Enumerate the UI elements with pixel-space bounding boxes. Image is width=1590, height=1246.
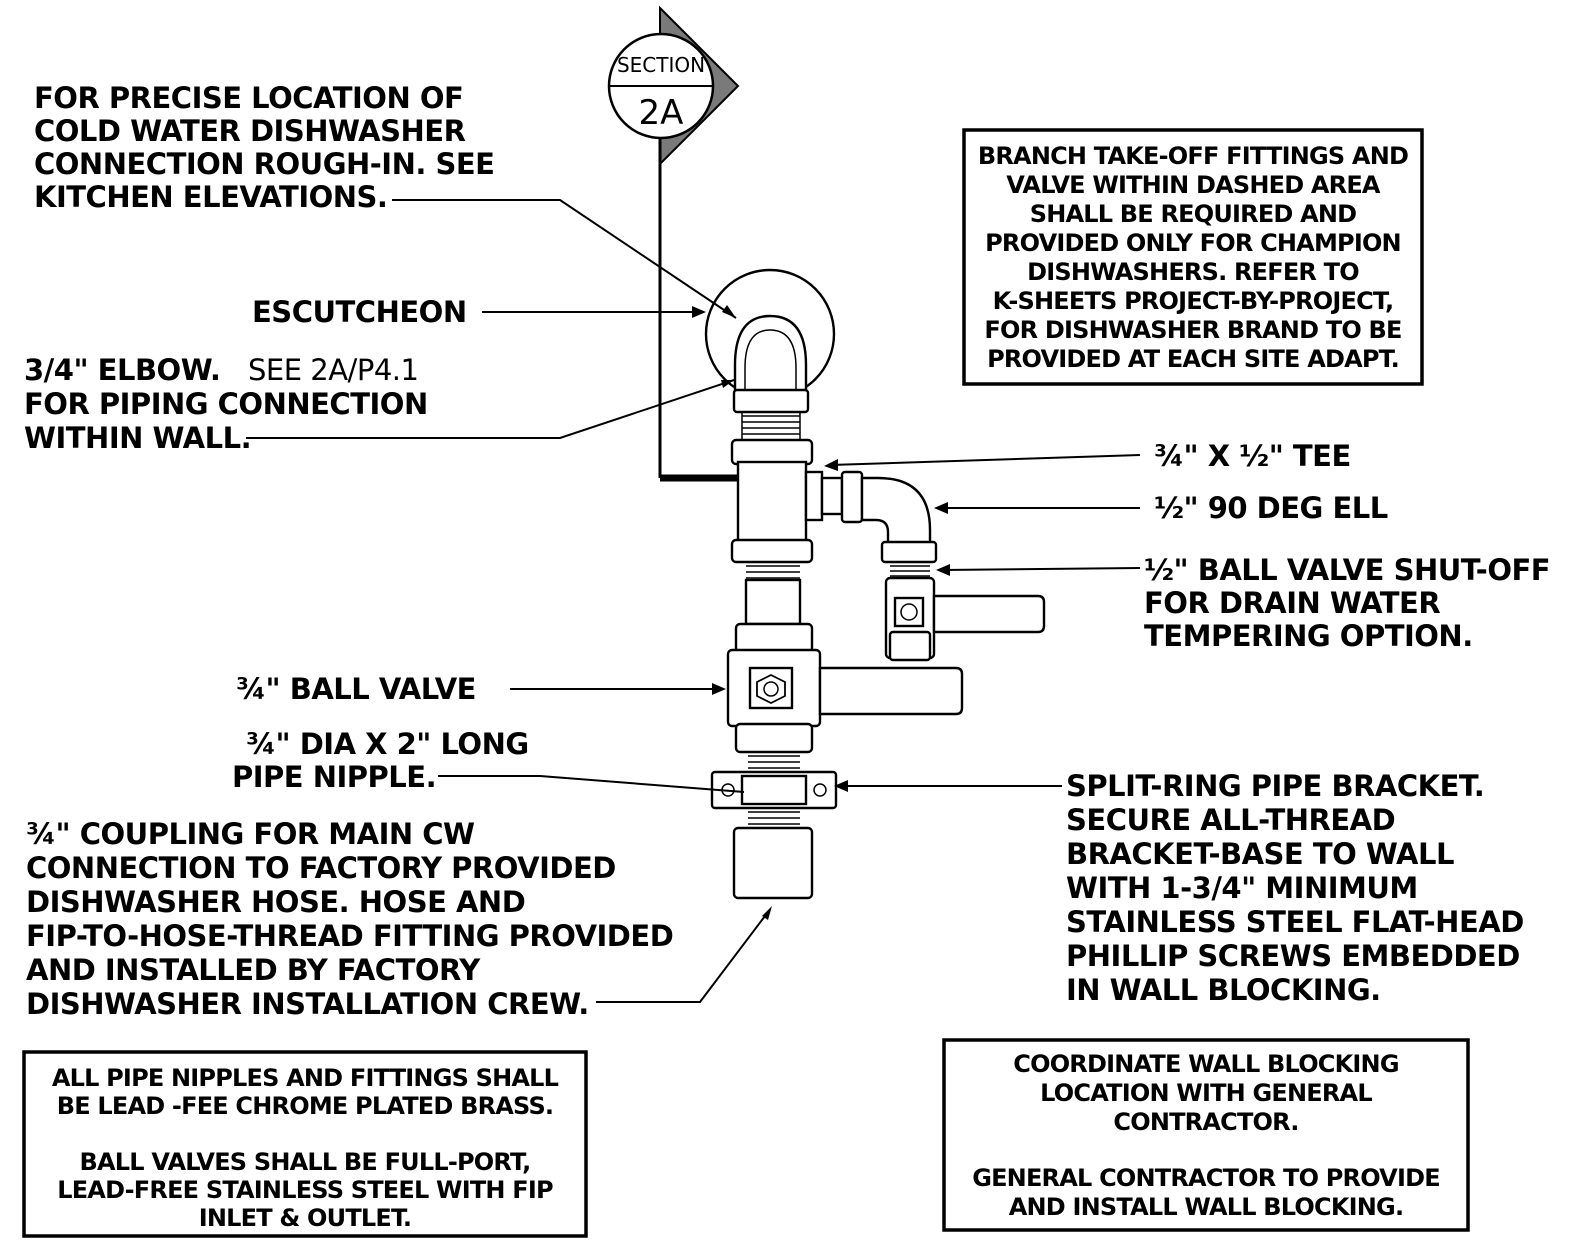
coupling-line-1: ¾" COUPLING FOR MAIN CW xyxy=(26,817,475,851)
coupling-line-6: DISHWASHER INSTALLATION CREW. xyxy=(26,987,589,1021)
bracket-line-3: BRACKET-BASE TO WALL xyxy=(1066,837,1454,871)
elbow-line-3: WITHIN WALL. xyxy=(24,421,251,455)
blocking-note-line-3: CONTRACTOR. xyxy=(1113,1108,1298,1136)
branch-note-line-8: PROVIDED AT EACH SITE ADAPT. xyxy=(987,345,1399,373)
tee-label: ¾" X ½" TEE xyxy=(1154,439,1351,473)
branch-note-line-6: K-SHEETS PROJECT-BY-PROJECT, xyxy=(993,287,1394,315)
three-quarter-ball-valve xyxy=(726,622,964,754)
bracket-line-1: SPLIT-RING PIPE BRACKET. xyxy=(1066,769,1484,803)
materials-note-line-4: BALL VALVES SHALL BE FULL-PORT, xyxy=(80,1148,531,1176)
escutcheon-label: ESCUTCHEON xyxy=(252,295,467,329)
section-marker-number: 2A xyxy=(639,93,684,133)
elbow-fitting xyxy=(733,314,808,394)
materials-note-line-5: LEAD-FREE STAINLESS STEEL WITH FIP xyxy=(57,1176,553,1204)
elbow-line-2: FOR PIPING CONNECTION xyxy=(24,387,428,421)
bracket-line-4: WITH 1-3/4" MINIMUM xyxy=(1066,871,1418,905)
half-inch-ball-valve xyxy=(884,565,1046,662)
leader-lines xyxy=(246,199,1141,1003)
note-branch-takeoff: BRANCH TAKE-OFF FITTINGS AND VALVE WITHI… xyxy=(962,128,1424,386)
blocking-note-line-2: LOCATION WITH GENERAL xyxy=(1040,1079,1372,1107)
ell-label: ½" 90 DEG ELL xyxy=(1154,491,1388,525)
coupling-line-3: DISHWASHER HOSE. HOSE AND xyxy=(26,885,525,919)
callout-elbow: 3/4" ELBOW. SEE 2A/P4.1 FOR PIPING CONNE… xyxy=(24,353,428,455)
section-marker-title: SECTION xyxy=(617,53,705,77)
rough-in-line-4: KITCHEN ELEVATIONS. xyxy=(34,180,387,214)
branch-note-line-3: SHALL BE REQUIRED AND xyxy=(1030,200,1357,228)
callout-shutoff: ½" BALL VALVE SHUT-OFF FOR DRAIN WATER T… xyxy=(1144,553,1551,653)
branch-note-line-2: VALVE WITHIN DASHED AREA xyxy=(1006,171,1381,199)
rough-in-line-2: COLD WATER DISHWASHER xyxy=(34,114,466,148)
callout-bracket: SPLIT-RING PIPE BRACKET. SECURE ALL-THRE… xyxy=(1066,769,1524,1007)
nipple-line-1: ¾" DIA X 2" LONG xyxy=(246,727,529,761)
shutoff-line-2: FOR DRAIN WATER xyxy=(1144,586,1440,620)
tee-fitting xyxy=(730,438,824,564)
blocking-note-line-5: GENERAL CONTRACTOR TO PROVIDE xyxy=(972,1164,1440,1192)
materials-note-line-2: BE LEAD -FEE CHROME PLATED BRASS. xyxy=(57,1092,554,1120)
materials-note-line-1: ALL PIPE NIPPLES AND FITTINGS SHALL xyxy=(52,1064,559,1092)
materials-note-line-6: INLET & OUTLET. xyxy=(199,1204,412,1232)
rough-in-line-3: CONNECTION ROUGH-IN. SEE xyxy=(34,147,494,181)
nipple-line-2: PIPE NIPPLE. xyxy=(232,760,436,794)
coupling-line-2: CONNECTION TO FACTORY PROVIDED xyxy=(26,851,616,885)
section-marker: SECTION 2A xyxy=(607,5,740,482)
callout-coupling: ¾" COUPLING FOR MAIN CW CONNECTION TO FA… xyxy=(26,817,674,1021)
note-wall-blocking: COORDINATE WALL BLOCKING LOCATION WITH G… xyxy=(942,1038,1470,1232)
shutoff-line-3: TEMPERING OPTION. xyxy=(1144,619,1473,653)
elbow-reference: SEE 2A/P4.1 xyxy=(248,353,418,387)
branch-note-line-1: BRANCH TAKE-OFF FITTINGS AND xyxy=(978,142,1408,170)
shutoff-line-1: ½" BALL VALVE SHUT-OFF xyxy=(1144,553,1550,587)
elbow-label: 3/4" ELBOW. xyxy=(24,353,220,387)
bracket-line-2: SECURE ALL-THREAD xyxy=(1066,803,1395,837)
branch-note-line-4: PROVIDED ONLY FOR CHAMPION xyxy=(985,229,1401,257)
coupling-line-5: AND INSTALLED BY FACTORY xyxy=(26,953,481,987)
split-ring-bracket xyxy=(710,770,838,810)
bracket-line-5: STAINLESS STEEL FLAT-HEAD xyxy=(1066,905,1524,939)
coupling-line-4: FIP-TO-HOSE-THREAD FITTING PROVIDED xyxy=(26,919,673,953)
blocking-note-line-6: AND INSTALL WALL BLOCKING. xyxy=(1009,1193,1404,1221)
rough-in-line-1: FOR PRECISE LOCATION OF xyxy=(34,81,463,115)
coupling-fitting xyxy=(732,826,814,900)
blocking-note-line-1: COORDINATE WALL BLOCKING xyxy=(1013,1050,1398,1078)
branch-note-line-5: DISHWASHERS. REFER TO xyxy=(1027,258,1359,286)
note-materials: ALL PIPE NIPPLES AND FITTINGS SHALL BE L… xyxy=(22,1050,588,1238)
half-inch-ell xyxy=(820,470,938,564)
pipe-assembly xyxy=(704,268,1046,900)
bracket-line-7: IN WALL BLOCKING. xyxy=(1066,973,1381,1007)
branch-note-line-7: FOR DISHWASHER BRAND TO BE xyxy=(984,316,1401,344)
ball-valve-label: ¾" BALL VALVE xyxy=(236,672,476,706)
callout-nipple: ¾" DIA X 2" LONG PIPE NIPPLE. xyxy=(232,727,529,794)
bracket-line-6: PHILLIP SCREWS EMBEDDED xyxy=(1066,939,1520,973)
callout-rough-in: FOR PRECISE LOCATION OF COLD WATER DISHW… xyxy=(34,81,495,214)
